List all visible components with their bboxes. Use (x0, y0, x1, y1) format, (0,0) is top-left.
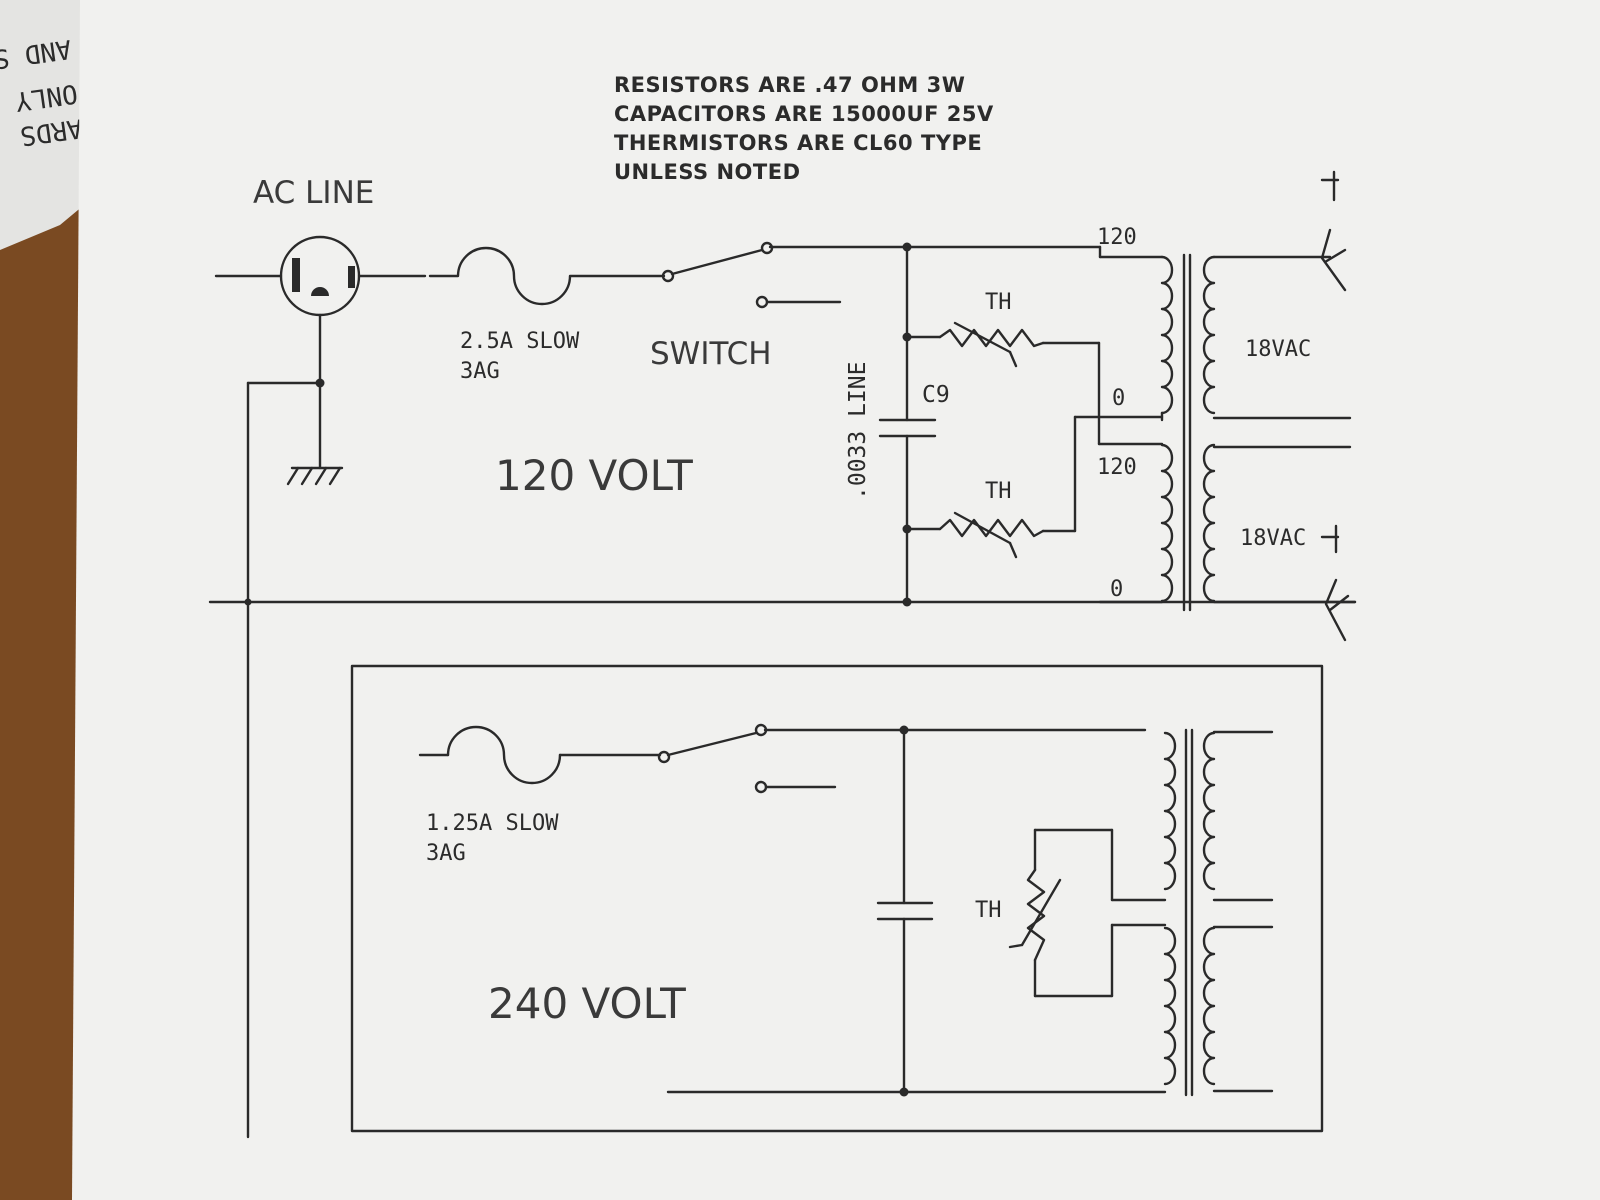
fuse-240v-rating: 1.25A SLOW (426, 811, 559, 836)
fuse-120v-rating: 2.5A SLOW (460, 329, 580, 354)
transformer-240v-icon (1163, 728, 1274, 1097)
fuse-120v-icon (428, 246, 666, 306)
capacitor-c9-icon (878, 418, 937, 438)
underlying-paper-text: AND S ONLY ARDS (0, 33, 84, 151)
thermistor-top-icon (938, 321, 1045, 368)
fuse-120v-type: 3AG (460, 359, 500, 384)
capacitor-240v-icon (876, 901, 934, 921)
wiring-120v (208, 242, 1357, 1139)
notes-block: RESISTORS ARE .47 OHM 3W CAPACITORS ARE … (614, 73, 994, 184)
switch-label: SWITCH (650, 336, 772, 372)
thermistor-bottom-icon (938, 511, 1045, 559)
fuse-240v-type: 3AG (426, 841, 466, 866)
tap-120-top: 120 (1097, 225, 1137, 250)
tap-120-second: 120 (1097, 455, 1137, 480)
capacitor-ref: C9 (922, 382, 950, 408)
tap-0-bottom: 0 (1110, 577, 1123, 602)
tap-0-mid: 0 (1112, 386, 1125, 411)
switch-240v-icon (657, 723, 837, 794)
secondary-edge-details (1320, 170, 1350, 642)
switch-120v-icon (661, 241, 842, 309)
ac-line-label: AC LINE (253, 175, 374, 211)
note-unless-noted: UNLESS NOTED (614, 160, 801, 184)
section-240-label: 240 VOLT (488, 979, 686, 1028)
secondary-bottom-label: 18VAC (1240, 526, 1306, 551)
ground-icon (286, 466, 344, 486)
section-240-box (350, 664, 1324, 1133)
thermistor-top-label: TH (985, 290, 1012, 315)
note-thermistors: THERMISTORS ARE CL60 TYPE (614, 131, 982, 155)
transformer-120v-icon (1160, 253, 1357, 612)
section-120-label: 120 VOLT (495, 451, 693, 500)
capacitor-value: .0033 LINE (845, 362, 871, 500)
wiring-240v (418, 725, 1167, 1097)
thermistor-240v-icon (1008, 868, 1062, 962)
thermistor-bottom-label: TH (985, 479, 1012, 504)
note-resistors: RESISTORS ARE .47 OHM 3W (614, 73, 965, 97)
note-capacitors: CAPACITORS ARE 15000UF 25V (614, 102, 994, 126)
thermistor-240v-label: TH (975, 898, 1002, 923)
fuse-240v-icon (446, 725, 562, 785)
secondary-top-label: 18VAC (1245, 337, 1311, 362)
